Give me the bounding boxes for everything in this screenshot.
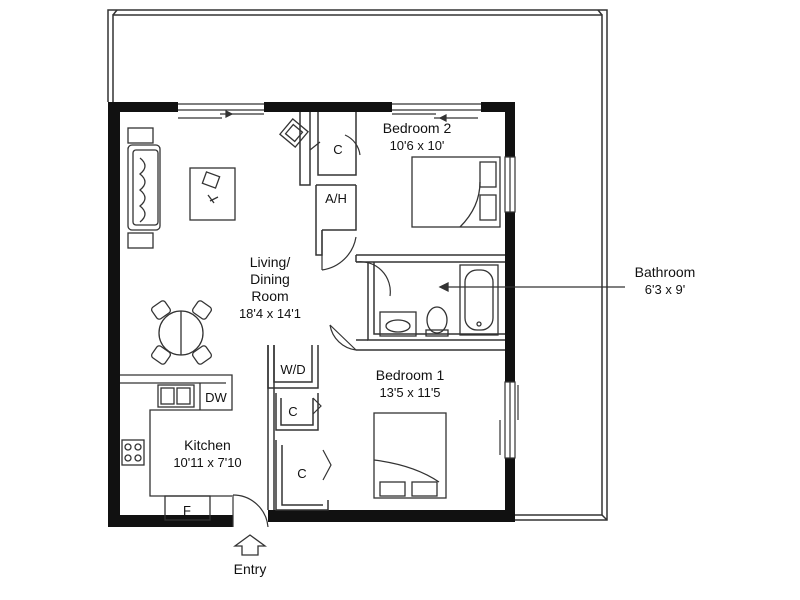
windows [178,103,519,459]
door-swings [232,134,391,528]
entry-label: Entry [233,561,267,577]
room-label-kitchen: Kitchen 10'11 x 7'10 [173,437,242,470]
entry-arrow [233,534,267,556]
room-label-living: Living/ Dining Room 18'4 x 14'1 [238,254,302,321]
bathroom-pointer [438,281,625,293]
interior-walls [267,112,505,511]
bathtub [459,264,499,336]
vanity-sink [379,311,417,337]
toilet [425,306,449,337]
closet-tag-bedroom1: C [297,466,307,481]
room-label-bedroom2: Bedroom 2 10'6 x 10' [382,120,452,153]
exterior-walls [108,102,515,527]
kitchen-counter [120,374,233,521]
balcony-outline [107,9,608,521]
air-handler-tag: A/H [325,191,347,206]
dishwasher-tag: DW [205,390,227,405]
coffee-table [189,167,236,221]
room-label-bedroom1: Bedroom 1 13'5 x 11'5 [375,367,445,400]
accent-chair [278,117,310,149]
closet-tag-bedroom2: C [333,142,343,157]
dining-table [150,300,213,365]
fridge-tag: F [183,503,191,518]
washer-dryer-tag: W/D [280,362,306,377]
room-label-bathroom: Bathroom 6'3 x 9' [634,264,696,297]
bed-bedroom2 [411,156,501,228]
sofa [127,127,161,249]
bed-bedroom1 [373,412,447,499]
closet-tag-hall: C [288,404,298,419]
